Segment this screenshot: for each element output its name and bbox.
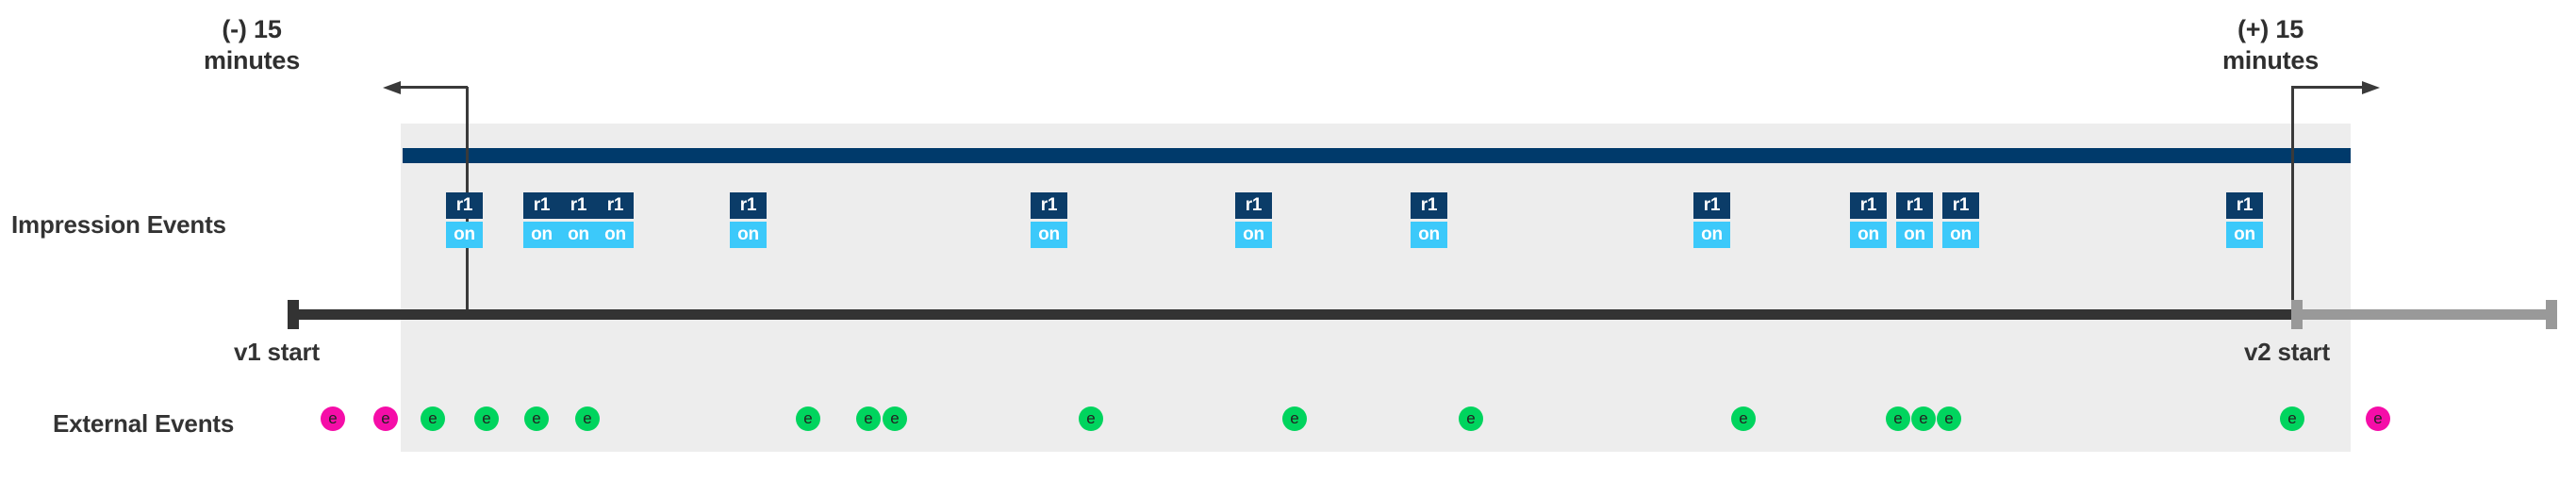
- external-event-dot[interactable]: e: [1911, 406, 1936, 431]
- timeline-cap-v1-start: [288, 300, 299, 329]
- impression-badge-state: on: [1942, 222, 1979, 248]
- external-event-dot[interactable]: e: [1937, 406, 1961, 431]
- annotation-minus-15-minutes: (-) 15 minutes: [148, 14, 355, 76]
- impression-badge-state: on: [523, 222, 560, 248]
- impression-badge-state: on: [730, 222, 767, 248]
- impression-badge-pair[interactable]: r1 on: [1235, 192, 1272, 248]
- impression-badge-version: r1: [523, 192, 560, 219]
- external-event-dot[interactable]: e: [1282, 406, 1307, 431]
- impression-badge-state: on: [560, 222, 597, 248]
- impression-badge-version: r1: [1942, 192, 1979, 219]
- label-v2-start: v2 start: [2244, 338, 2330, 366]
- impression-badge-pair[interactable]: r1 on: [560, 192, 597, 248]
- impression-badge-version: r1: [2226, 192, 2263, 219]
- impression-badge-version: r1: [1031, 192, 1067, 219]
- impression-badge-state: on: [1850, 222, 1887, 248]
- impression-badge-version: r1: [1235, 192, 1272, 219]
- impression-badge-state: on: [1411, 222, 1447, 248]
- external-event-dot[interactable]: e: [2280, 406, 2304, 431]
- row-label-impression-events: Impression Events: [11, 210, 226, 239]
- timeline-segment-v2: [2292, 309, 2557, 320]
- impression-badge-pair[interactable]: r1 on: [597, 192, 634, 248]
- external-event-dot[interactable]: e: [1459, 406, 1483, 431]
- label-v1-start: v1 start: [234, 338, 320, 366]
- attribution-window-panel: [401, 124, 2351, 452]
- external-event-dot[interactable]: e: [1886, 406, 1910, 431]
- external-event-dot[interactable]: e: [2366, 406, 2390, 431]
- external-event-dot[interactable]: e: [421, 406, 445, 431]
- impression-badge-version: r1: [1896, 192, 1933, 219]
- impression-badge-state: on: [597, 222, 634, 248]
- timeline-segment-v1: [288, 309, 2300, 320]
- version-bar: [403, 148, 2351, 163]
- arrow-right-icon: [2291, 81, 2380, 94]
- impression-badge-version: r1: [1693, 192, 1730, 219]
- external-event-dot[interactable]: e: [474, 406, 499, 431]
- impression-badge-version: r1: [560, 192, 597, 219]
- impression-badge-version: r1: [597, 192, 634, 219]
- external-event-dot[interactable]: e: [796, 406, 820, 431]
- external-event-dot[interactable]: e: [321, 406, 345, 431]
- impression-badge-pair[interactable]: r1 on: [1693, 192, 1730, 248]
- impression-badge-pair[interactable]: r1 on: [523, 192, 560, 248]
- impression-badge-pair[interactable]: r1 on: [1031, 192, 1067, 248]
- arrow-right-shaft: [2291, 86, 2363, 89]
- impression-badge-version: r1: [1850, 192, 1887, 219]
- timeline-cap-v2-end: [2546, 300, 2557, 329]
- impression-badge-state: on: [446, 222, 483, 248]
- impression-badge-pair[interactable]: r1 on: [1896, 192, 1933, 248]
- impression-badge-pair[interactable]: r1 on: [1411, 192, 1447, 248]
- external-event-dot[interactable]: e: [575, 406, 600, 431]
- timeline-cap-v2-start: [2291, 300, 2303, 329]
- external-event-dot[interactable]: e: [524, 406, 549, 431]
- impression-badge-pair[interactable]: r1 on: [1942, 192, 1979, 248]
- impression-badge-pair[interactable]: r1 on: [1850, 192, 1887, 248]
- annotation-plus-line1: (+) 15: [2237, 15, 2304, 43]
- external-event-dot[interactable]: e: [1731, 406, 1756, 431]
- external-event-dot[interactable]: e: [373, 406, 398, 431]
- arrow-left-shaft: [400, 86, 468, 89]
- impression-badge-pair[interactable]: r1 on: [2226, 192, 2263, 248]
- impression-badge-version: r1: [1411, 192, 1447, 219]
- arrow-left-head-icon: [383, 81, 401, 94]
- annotation-minus-line1: (-) 15: [222, 15, 282, 43]
- impression-badge-state: on: [1693, 222, 1730, 248]
- impression-badge-pair[interactable]: r1 on: [446, 192, 483, 248]
- impression-badge-state: on: [1896, 222, 1933, 248]
- annotation-plus-15-minutes: (+) 15 minutes: [2167, 14, 2374, 76]
- impression-badge-version: r1: [730, 192, 767, 219]
- impression-badge-state: on: [1031, 222, 1067, 248]
- impression-badge-pair[interactable]: r1 on: [730, 192, 767, 248]
- impression-badge-state: on: [1235, 222, 1272, 248]
- external-event-dot[interactable]: e: [1079, 406, 1103, 431]
- row-label-external-events: External Events: [53, 409, 235, 438]
- impression-badge-version: r1: [446, 192, 483, 219]
- arrow-left-icon: [383, 81, 468, 94]
- external-event-dot[interactable]: e: [883, 406, 907, 431]
- annotation-minus-line2: minutes: [203, 46, 301, 75]
- guide-line-window-end: [2291, 87, 2294, 318]
- arrow-right-head-icon: [2362, 81, 2380, 94]
- annotation-plus-line2: minutes: [2221, 46, 2320, 75]
- external-event-dot[interactable]: e: [856, 406, 881, 431]
- impression-badge-state: on: [2226, 222, 2263, 248]
